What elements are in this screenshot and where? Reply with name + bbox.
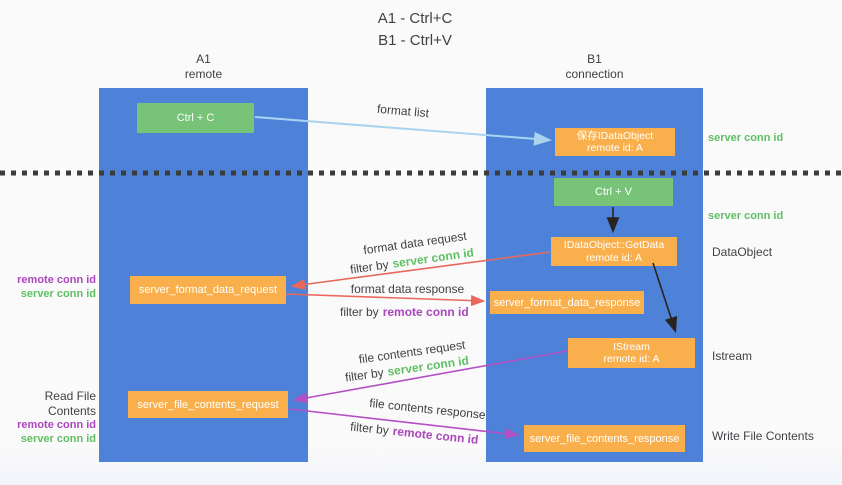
node-istream: IStream remote id: A xyxy=(568,338,695,368)
server-conn-id-label: server conn id xyxy=(20,287,96,300)
title-line-b: B1 - Ctrl+V xyxy=(378,32,452,49)
node-save-idataobject: 保存IDataObject remote id: A xyxy=(555,128,675,156)
node-ctrl-v-label: Ctrl + V xyxy=(595,186,632,198)
node-server-file-contents-response: server_file_contents_response xyxy=(524,425,685,452)
lane-b-header: B1 connection xyxy=(486,52,703,82)
node-save-idataobject-line2: remote id: A xyxy=(586,142,644,154)
node-ctrl-c: Ctrl + C xyxy=(137,103,254,133)
title-line-a: A1 - Ctrl+C xyxy=(377,10,453,27)
lane-a-header: A1 remote xyxy=(99,52,308,82)
lane-a-name: A1 xyxy=(196,52,211,66)
node-idataobject-getdata-line1: IDataObject::GetData xyxy=(563,239,665,251)
node-server-format-data-request-label: server_format_data_request xyxy=(138,284,278,296)
node-ctrl-v: Ctrl + V xyxy=(554,178,673,206)
istream-label: Istream xyxy=(712,349,753,363)
remote-conn-id-label: remote conn id xyxy=(17,274,96,286)
node-server-format-data-request: server_format_data_request xyxy=(130,276,286,304)
node-ctrl-c-label: Ctrl + C xyxy=(176,112,215,124)
server-conn-id-label-top: server conn id xyxy=(708,132,784,144)
file-contents-response-label: file contents response xyxy=(368,395,487,423)
lane-a-subtitle: remote xyxy=(184,67,223,81)
node-istream-line1: IStream xyxy=(613,340,650,353)
dataobject-label: DataObject xyxy=(712,245,773,259)
format-request-conn-id-labels: remote conn id server conn id xyxy=(4,274,96,301)
node-server-file-contents-request: server_file_contents_request xyxy=(128,391,288,418)
node-idataobject-getdata-line2: remote id: A xyxy=(585,251,643,264)
file-request-conn-id-labels: Read File Contents remote conn id server… xyxy=(4,389,96,446)
server-conn-id-label: server conn id xyxy=(20,432,96,445)
node-save-idataobject-line1: 保存IDataObject xyxy=(576,129,654,142)
node-server-format-data-response: server_format_data_response xyxy=(490,291,644,314)
format-list-label: format list xyxy=(376,101,430,121)
remote-conn-id-label: remote conn id xyxy=(17,419,96,431)
node-istream-line2: remote id: A xyxy=(603,353,660,365)
node-idataobject-getdata: IDataObject::GetData remote id: A xyxy=(551,237,677,266)
write-file-contents-label: Write File Contents xyxy=(712,429,814,443)
node-server-format-data-response-label: server_format_data_response xyxy=(493,296,641,309)
node-server-file-contents-request-label: server_file_contents_request xyxy=(137,398,279,411)
diagram-title: A1 - Ctrl+C B1 - Ctrl+V xyxy=(315,8,515,52)
lane-b-name: B1 xyxy=(587,52,602,66)
node-server-file-contents-response-label: server_file_contents_response xyxy=(529,432,680,445)
server-conn-id-label-mid: server conn id xyxy=(708,210,784,222)
format-data-response-label: format data response xyxy=(350,282,465,296)
read-file-contents-label: Read File Contents xyxy=(44,389,96,418)
lane-b-subtitle: connection xyxy=(565,67,624,81)
